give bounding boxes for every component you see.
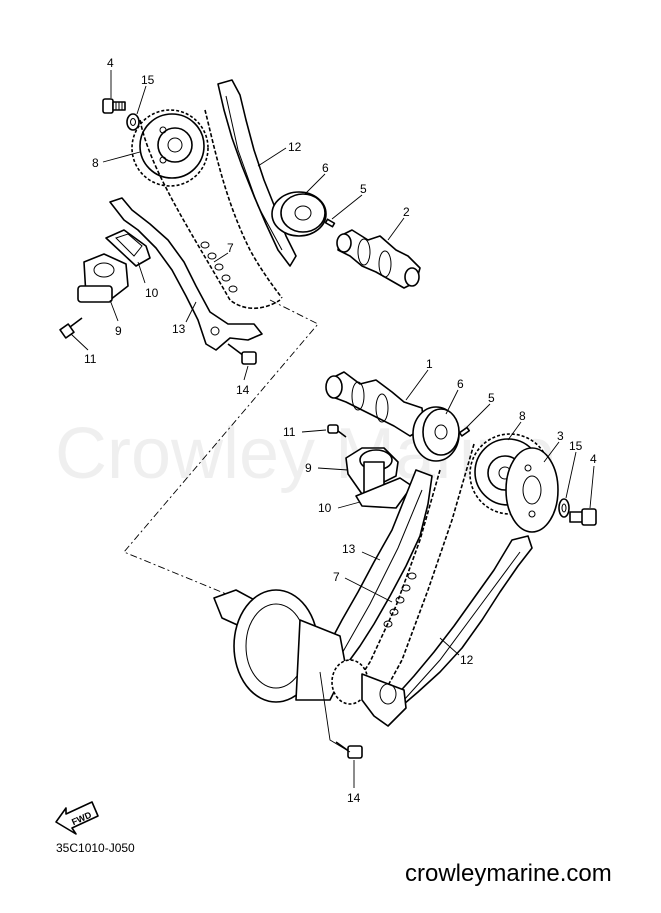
callout-9-upper: 9: [115, 324, 122, 338]
callout-13-lower: 13: [342, 542, 356, 556]
callout-4-upper: 4: [107, 56, 114, 70]
chain-guide-12-upper[interactable]: [217, 79, 297, 267]
chain-guide-12-lower[interactable]: [395, 535, 533, 705]
camshaft-1[interactable]: [325, 371, 425, 437]
callout-10-upper: 10: [145, 286, 159, 300]
callout-15-upper: 15: [141, 73, 155, 87]
callout-15-lower: 15: [569, 439, 583, 453]
bolt-11-upper[interactable]: [59, 317, 83, 339]
callout-14-upper: 14: [236, 383, 250, 397]
callout-7-lower: 7: [333, 570, 340, 584]
website-url[interactable]: crowleymarine.com: [405, 860, 612, 887]
callout-5-upper: 5: [360, 182, 367, 196]
callout-13-upper: 13: [172, 322, 186, 336]
dash-leader-crankshaft: [123, 299, 319, 599]
sprocket-plate-3[interactable]: [505, 447, 559, 533]
camshaft-2[interactable]: [336, 229, 421, 289]
bolt-11-lower[interactable]: [327, 424, 347, 438]
callout-11-lower: 11: [283, 425, 296, 439]
callout-8-lower: 8: [519, 409, 526, 423]
callout-7-upper: 7: [227, 241, 234, 255]
washer-15-upper[interactable]: [126, 113, 140, 131]
callout-4-lower: 4: [590, 452, 597, 466]
callout-numbers: 4 15 8 12 6 5 2 7 10 9 13 11 14 1 6 5 8 …: [84, 56, 597, 805]
callout-5-lower: 5: [488, 391, 495, 405]
callout-8-upper: 8: [92, 156, 99, 170]
pin-5-upper[interactable]: [324, 218, 336, 228]
callout-14-lower: 14: [347, 791, 361, 805]
chain-tensioner-9-upper[interactable]: [77, 253, 129, 303]
gasket-10-upper[interactable]: [105, 229, 151, 267]
callout-12-lower: 12: [460, 653, 474, 667]
decompressor-6-upper[interactable]: [271, 191, 327, 237]
decompressor-6-lower[interactable]: [412, 406, 460, 462]
callout-6-upper: 6: [322, 161, 329, 175]
bolt-14-lower[interactable]: [335, 741, 363, 759]
diagram-code: 35C1010-J050: [56, 841, 135, 855]
leader-lines: [70, 70, 595, 788]
callout-6-lower: 6: [457, 377, 464, 391]
callout-11-upper: 11: [84, 352, 97, 366]
pin-5-lower[interactable]: [458, 426, 471, 437]
cam-sprocket-8-upper[interactable]: [131, 109, 209, 187]
tensioner-arm-13-upper[interactable]: [109, 197, 263, 351]
bolt-4-upper[interactable]: [102, 98, 126, 114]
washer-15-lower[interactable]: [558, 498, 570, 518]
callout-2: 2: [403, 205, 410, 219]
fwd-arrow-icon: FWD: [55, 801, 99, 835]
cam-chain-7-upper[interactable]: [139, 109, 283, 310]
callout-1: 1: [426, 357, 433, 371]
chain-tensioner-9-lower[interactable]: [345, 447, 399, 505]
callout-3: 3: [557, 429, 564, 443]
bolt-14-upper[interactable]: [227, 343, 257, 365]
callout-9-lower: 9: [305, 461, 312, 475]
gasket-10-lower[interactable]: [355, 477, 413, 509]
callout-10-lower: 10: [318, 501, 332, 515]
crankshaft[interactable]: [213, 589, 407, 727]
callout-12-upper: 12: [288, 140, 302, 154]
cam-chain-7-lower[interactable]: [351, 443, 475, 701]
bolt-4-lower[interactable]: [569, 508, 597, 526]
